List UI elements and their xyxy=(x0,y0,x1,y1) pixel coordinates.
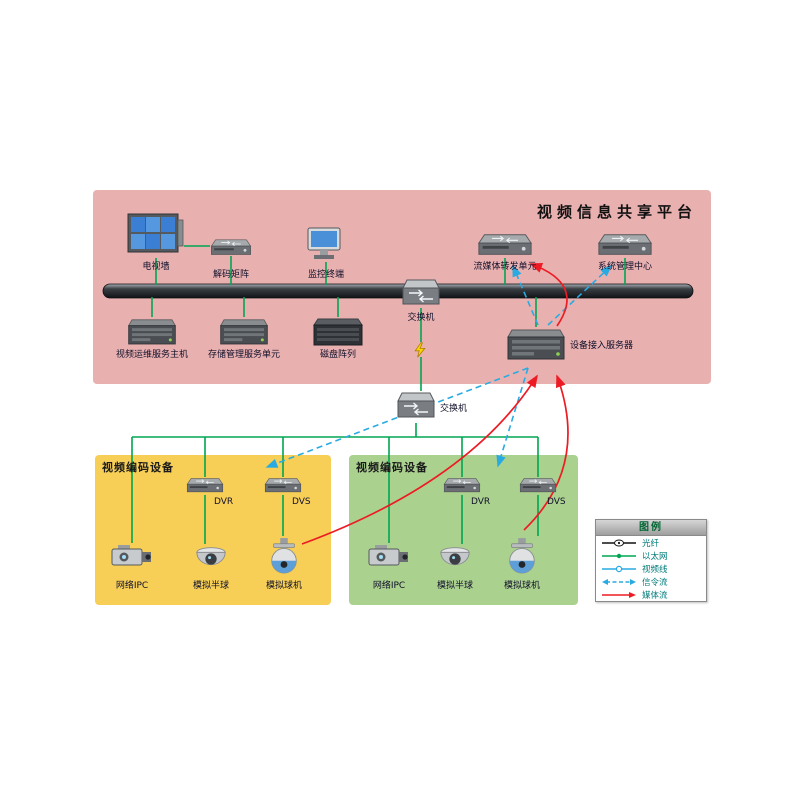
storage-unit-icon xyxy=(220,319,268,345)
label-ipc-left: 网络IPC xyxy=(115,581,149,591)
access-server-icon xyxy=(507,329,565,360)
lightning-icon xyxy=(414,342,426,358)
right-encoder-title: 视频编码设备 xyxy=(356,461,428,474)
dvr-left-icon xyxy=(186,478,224,493)
legend-label-fiber: 光纤 xyxy=(642,538,660,549)
label-dvs-left: DVS xyxy=(292,497,311,507)
ptz-left-icon xyxy=(271,537,297,574)
dome-left-icon xyxy=(196,547,226,566)
label-sysmgmt: 系统管理中心 xyxy=(597,262,652,272)
video-line-icon xyxy=(602,565,636,572)
backbone-bus xyxy=(102,283,694,299)
monitor-terminal-icon xyxy=(307,227,341,260)
label-diskarray: 磁盘阵列 xyxy=(319,350,356,360)
legend-label-media: 媒体流 xyxy=(642,590,668,601)
signal-flow-lines xyxy=(265,264,613,468)
label-storage: 存储管理服务单元 xyxy=(207,350,280,360)
legend-title: 图例 xyxy=(596,520,706,536)
label-streaming: 流媒体转发单元 xyxy=(473,262,537,272)
label-dvr-left: DVR xyxy=(214,497,234,507)
media-flow-lines xyxy=(301,262,569,545)
ethernet-line-icon xyxy=(602,553,636,558)
label-terminal: 监控终端 xyxy=(307,270,344,280)
label-tvwall: 电视墙 xyxy=(142,262,170,272)
legend-label-signal: 信令流 xyxy=(642,577,668,588)
streaming-unit-icon xyxy=(478,234,532,255)
label-switch1: 交换机 xyxy=(407,313,435,323)
label-dome-left: 模拟半球 xyxy=(192,581,229,591)
label-ptz-right: 模拟球机 xyxy=(503,581,540,591)
ipc-right-icon xyxy=(368,544,409,566)
dvs-right-icon xyxy=(519,478,557,493)
fiber-line-icon xyxy=(602,539,636,546)
dvr-right-icon xyxy=(443,478,481,493)
legend-item-ethernet: 以太网 xyxy=(596,549,706,562)
label-opshost: 视频运维服务主机 xyxy=(115,350,188,360)
lower-switch-icon xyxy=(397,392,435,418)
dome-right-icon xyxy=(440,547,470,566)
label-switch2: 交换机 xyxy=(440,404,468,414)
decoder-matrix-icon xyxy=(210,239,252,255)
legend: 图例 光纤 以太网 视频线 xyxy=(595,519,707,602)
ipc-left-icon xyxy=(111,544,152,566)
label-ptz-left: 模拟球机 xyxy=(265,581,302,591)
dvs-left-icon xyxy=(264,478,302,493)
label-decoder: 解码矩阵 xyxy=(212,270,249,280)
media-line-icon xyxy=(602,591,636,598)
legend-item-media: 媒体流 xyxy=(596,588,706,601)
signal-line-icon xyxy=(602,578,636,585)
label-dome-right: 模拟半球 xyxy=(436,581,473,591)
legend-label-video: 视频线 xyxy=(642,564,668,575)
page-title: 视频信息共享平台 xyxy=(537,203,698,221)
ops-host-icon xyxy=(128,319,176,345)
legend-label-ethernet: 以太网 xyxy=(642,551,668,562)
legend-item-signal: 信令流 xyxy=(596,575,706,588)
label-dvs-right: DVS xyxy=(547,497,566,507)
top-switch-icon xyxy=(402,279,440,305)
left-encoder-title: 视频编码设备 xyxy=(102,461,174,474)
label-access: 设备接入服务器 xyxy=(570,341,634,351)
ptz-right-icon xyxy=(509,537,535,574)
system-mgmt-icon xyxy=(598,234,652,255)
tv-wall-icon xyxy=(127,213,184,253)
legend-item-video: 视频线 xyxy=(596,562,706,575)
label-ipc-right: 网络IPC xyxy=(372,581,406,591)
legend-item-fiber: 光纤 xyxy=(596,536,706,549)
label-dvr-right: DVR xyxy=(471,497,491,507)
disk-array-icon xyxy=(313,318,363,346)
